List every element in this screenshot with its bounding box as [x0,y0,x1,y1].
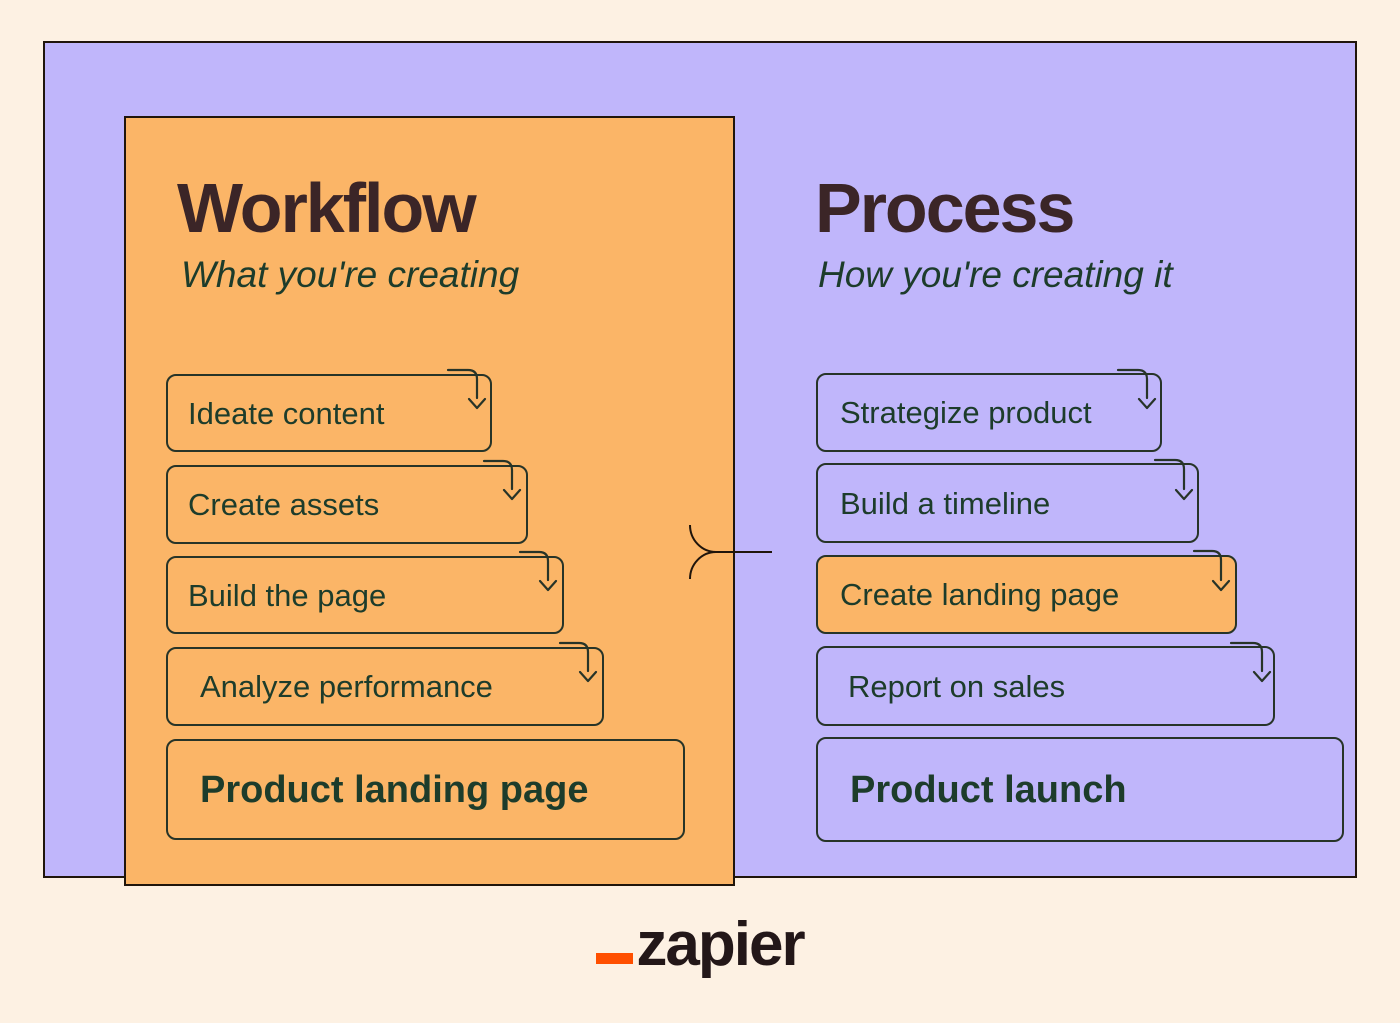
process-step-create-landing-page-highlighted: Create landing page [816,555,1237,634]
process-step-report-on-sales: Report on sales [816,646,1275,726]
zapier-logo: zapier [0,914,1400,976]
workflow-result-product-landing-page: Product landing page [166,739,685,840]
process-step-build-a-timeline: Build a timeline [816,463,1199,543]
workflow-panel [124,116,735,886]
comparison-card: Workflow What you're creating Process Ho… [43,41,1357,886]
workflow-title: Workflow [177,169,477,247]
step-label: Build a timeline [840,485,1051,521]
step-label: Product landing page [200,768,589,811]
step-label: Strategize product [840,395,1092,430]
step-label: Build the page [188,577,387,613]
step-label: Create landing page [840,577,1120,612]
step-label: Analyze performance [200,669,493,704]
workflow-step-build-the-page: Build the page [166,556,564,634]
step-label: Create assets [188,487,380,522]
step-label: Ideate content [188,395,385,431]
step-label: Product launch [850,768,1127,811]
process-title: Process [815,169,1075,247]
process-subtitle: How you're creating it [818,254,1173,295]
logo-wordmark: zapier [636,910,805,979]
step-label: Report on sales [848,668,1066,704]
logo-underscore-icon [596,953,634,964]
process-result-product-launch: Product launch [816,737,1344,842]
workflow-subtitle: What you're creating [181,254,520,295]
workflow-step-analyze-performance: Analyze performance [166,647,604,726]
process-step-strategize-product: Strategize product [816,373,1162,452]
workflow-step-create-assets: Create assets [166,465,528,544]
workflow-step-ideate-content: Ideate content [166,374,492,452]
